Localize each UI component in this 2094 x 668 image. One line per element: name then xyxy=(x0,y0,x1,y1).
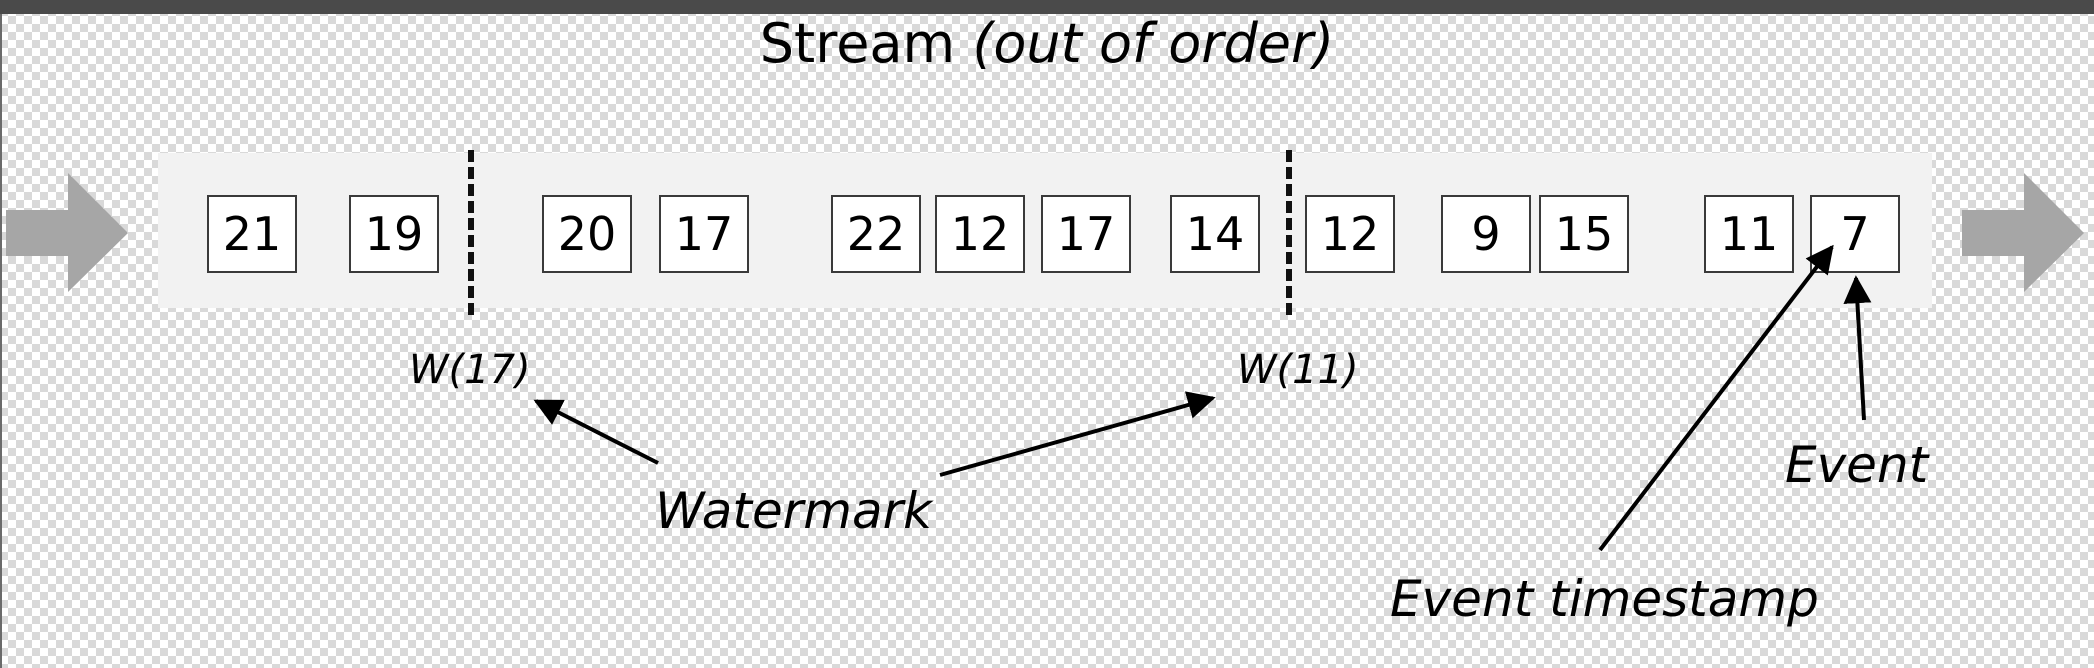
watermark-line xyxy=(1286,150,1292,315)
watermark-pointer-arrow xyxy=(939,391,1216,477)
watermark-pointer-arrow xyxy=(533,399,659,465)
event-box: 20 xyxy=(542,195,632,273)
event-box: 9 xyxy=(1441,195,1531,273)
event-box: 21 xyxy=(207,195,297,273)
watermark-annotation: Watermark xyxy=(655,482,933,540)
event-timestamp-annotation: Event timestamp xyxy=(1390,570,1819,628)
window-top-bar xyxy=(0,0,2094,14)
window-left-border xyxy=(0,14,2,668)
event-pointer-arrow xyxy=(1843,275,1872,421)
watermark-line xyxy=(468,150,474,315)
right-arrow-icon xyxy=(6,173,128,292)
watermark-label: W(11) xyxy=(1237,347,1359,393)
event-box: 17 xyxy=(1041,195,1131,273)
title-main: Stream xyxy=(759,12,956,75)
event-annotation: Event xyxy=(1785,436,1929,494)
event-timestamp-pointer-arrow xyxy=(1598,244,1834,552)
event-box: 12 xyxy=(1305,195,1395,273)
watermark-label: W(17) xyxy=(409,347,531,393)
event-box: 7 xyxy=(1810,195,1900,273)
event-box: 17 xyxy=(659,195,749,273)
event-box: 11 xyxy=(1704,195,1794,273)
event-box: 15 xyxy=(1539,195,1629,273)
event-box: 12 xyxy=(935,195,1025,273)
diagram-title: Stream (out of order) xyxy=(0,12,2094,75)
title-note: (out of order) xyxy=(972,12,1335,75)
event-box: 19 xyxy=(349,195,439,273)
right-arrow-icon xyxy=(1962,173,2084,292)
event-box: 22 xyxy=(831,195,921,273)
event-box: 14 xyxy=(1170,195,1260,273)
